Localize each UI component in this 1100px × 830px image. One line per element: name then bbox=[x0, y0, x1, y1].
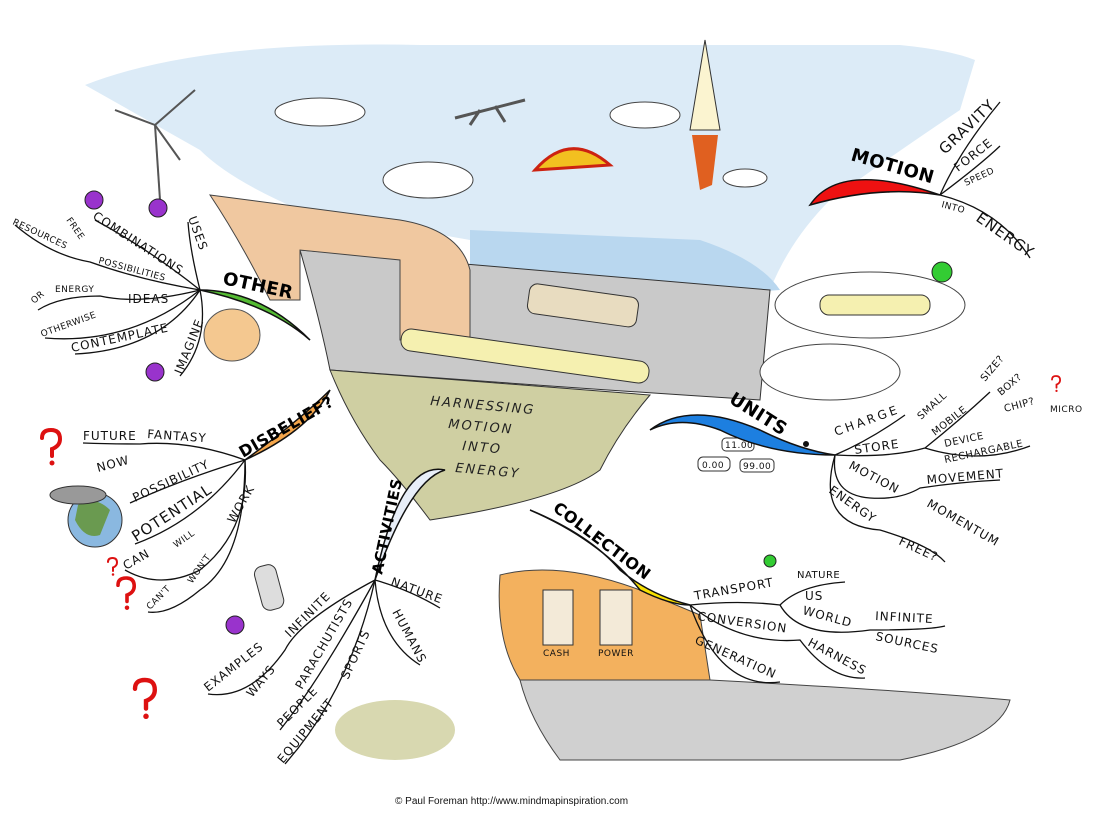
collection-item-nature: NATURE bbox=[797, 570, 840, 581]
cloud bbox=[382, 161, 474, 199]
brain-icon bbox=[203, 308, 261, 362]
other-item-or: OR bbox=[30, 289, 47, 306]
wheel-icon bbox=[931, 261, 953, 283]
units-item-free: FREE? bbox=[897, 534, 941, 564]
rocket-icon bbox=[689, 39, 721, 131]
other-item-ideas: IDEAS bbox=[128, 292, 169, 306]
footer-credit: © Paul Foreman http://www.mindmapinspira… bbox=[395, 796, 628, 807]
center-line-3: INTO bbox=[462, 439, 503, 457]
earth-land bbox=[75, 501, 110, 536]
price-tags: 0.00 11.00 99.00 bbox=[697, 437, 775, 473]
lower-road bbox=[519, 679, 1011, 761]
disbelief-item-wont: WON'T bbox=[186, 553, 213, 586]
cloud bbox=[274, 97, 366, 127]
center-line-4: ENERGY bbox=[455, 461, 521, 482]
disbelief-item-can: CAN bbox=[121, 546, 153, 572]
motion-branch bbox=[808, 178, 941, 207]
cash-label: CASH bbox=[543, 649, 570, 659]
collection-item-world: WORLD bbox=[801, 603, 853, 630]
other-branch bbox=[199, 289, 311, 341]
activities-title: ACTIVITIES bbox=[368, 477, 406, 576]
ufo-icon bbox=[49, 485, 107, 505]
units-item-momentum: MOMENTUM bbox=[925, 496, 1002, 549]
disbelief-item-fantasy: FANTASY bbox=[147, 427, 207, 445]
other-item-free: FREE bbox=[64, 216, 86, 242]
units-dot-icon bbox=[803, 441, 809, 447]
price-tag: 11.00 bbox=[725, 441, 753, 451]
price-tag: 99.00 bbox=[743, 462, 771, 472]
price-tag: 0.00 bbox=[702, 461, 724, 471]
target-icon bbox=[148, 198, 168, 218]
question-mark-icon bbox=[107, 556, 119, 576]
disbelief-item-future: FUTURE bbox=[83, 429, 137, 443]
activities-item-nature: NATURE bbox=[389, 575, 445, 607]
question-mark-icon bbox=[40, 427, 63, 466]
activities-branch bbox=[374, 468, 446, 581]
branch-lines bbox=[14, 101, 1031, 765]
thought-cloud bbox=[759, 343, 901, 401]
question-mark-icons bbox=[40, 375, 1062, 720]
train-icon bbox=[400, 328, 650, 384]
other-item-resources: RESOURCES bbox=[11, 218, 69, 252]
collection-item-transport: TRANSPORT bbox=[692, 575, 775, 603]
motion-item-speed: SPEED bbox=[963, 166, 996, 189]
target-icon bbox=[145, 362, 165, 382]
mobile-phone-icon bbox=[253, 564, 285, 611]
disbelief-item-cant: CAN'T bbox=[145, 584, 173, 612]
units-item-charge: CHARGE bbox=[832, 402, 901, 439]
units-item-store: STORE bbox=[853, 437, 900, 457]
other-item-imagine: IMAGINE bbox=[172, 317, 207, 376]
disbelief-branch bbox=[244, 389, 331, 461]
power-machine: POWER bbox=[598, 589, 634, 659]
collection-item-infinite: INFINITE bbox=[875, 609, 934, 626]
center-line-2: MOTION bbox=[448, 417, 514, 438]
fast-train-icon bbox=[819, 294, 931, 316]
activities-item-ways: WAYS bbox=[244, 662, 279, 700]
disbelief-title: DISBELIEF? bbox=[236, 392, 337, 462]
collection-item-us: US bbox=[805, 589, 823, 603]
question-mark-icon bbox=[1051, 375, 1062, 392]
tunnel bbox=[208, 194, 471, 341]
target-icon bbox=[225, 615, 245, 635]
disbelief-item-will: WILL bbox=[172, 529, 197, 551]
power-label: POWER bbox=[598, 649, 634, 659]
tennis-court bbox=[335, 700, 455, 760]
collection-item-sources: SOURCES bbox=[874, 629, 940, 656]
wind-turbine-icon bbox=[114, 89, 196, 201]
glider-icon bbox=[454, 98, 526, 126]
question-mark-icon bbox=[132, 677, 158, 720]
rocket-flame-icon bbox=[692, 135, 718, 190]
other-item-otherwise: OTHERWISE bbox=[40, 310, 98, 339]
units-item-box: BOX? bbox=[996, 372, 1025, 398]
wheel-icon bbox=[763, 554, 777, 568]
cloud bbox=[722, 168, 768, 188]
target-icons bbox=[84, 190, 953, 635]
units-item-movement: MOVEMENT bbox=[926, 466, 1005, 487]
ground bbox=[329, 369, 652, 521]
units-item-micro: MICRO bbox=[1050, 405, 1083, 415]
collection-item-conversion: CONVERSION bbox=[697, 609, 789, 635]
disbelief-item-now: NOW bbox=[95, 453, 131, 475]
motion-item-energy: ENERGY bbox=[973, 209, 1038, 262]
disbelief-item-work: WORK bbox=[224, 482, 257, 525]
other-item-contemplate: CONTEMPLATE bbox=[70, 321, 170, 355]
car-icon bbox=[526, 283, 639, 328]
units-item-chip: CHIP? bbox=[1003, 396, 1036, 415]
units-item-size: SIZE? bbox=[979, 354, 1007, 384]
cash-machine: CASH bbox=[542, 589, 574, 659]
other-item-energy: ENERGY bbox=[55, 285, 94, 295]
question-mark-icon bbox=[116, 576, 137, 610]
target-icon bbox=[84, 190, 104, 210]
cloud bbox=[609, 101, 681, 129]
units-item-motion: MOTION bbox=[847, 458, 902, 496]
parachute-icon bbox=[531, 147, 614, 172]
